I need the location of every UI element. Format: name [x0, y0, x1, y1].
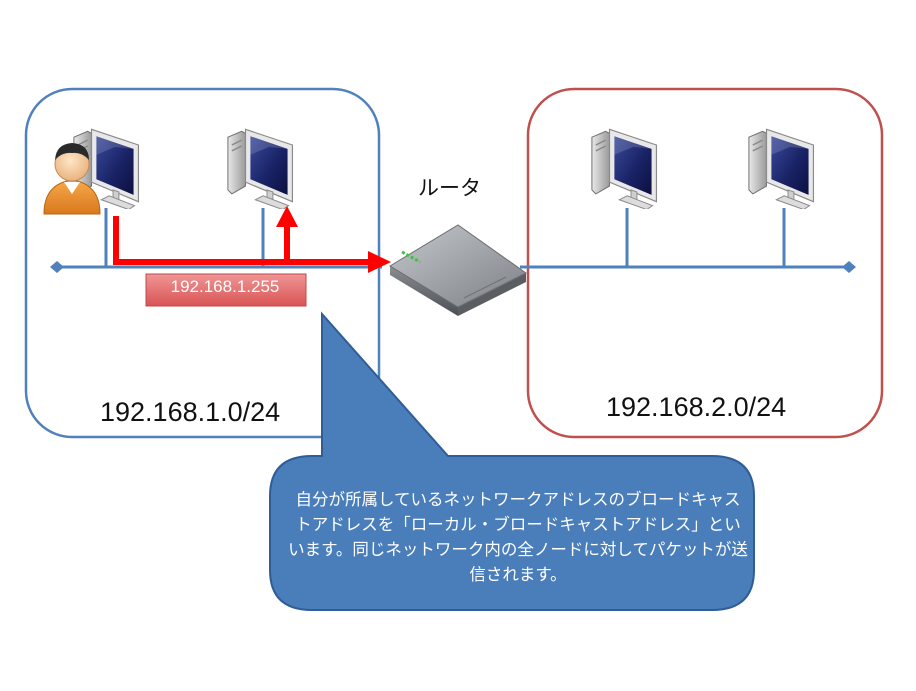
- broadcast-packet-path: [113, 216, 370, 265]
- computer-icon: [748, 128, 815, 209]
- right-network-address: 192.168.2.0/24: [606, 392, 787, 422]
- callout-bubble: [269, 311, 755, 611]
- computer-icon: [227, 128, 294, 209]
- router-label: ルータ: [418, 176, 481, 200]
- left-network-address: 192.168.1.0/24: [100, 397, 281, 427]
- bus-endpoint-left: [50, 261, 64, 273]
- right-network-box: [526, 87, 884, 439]
- router-icon: [389, 224, 527, 316]
- broadcast-address-label: 192.168.1.255: [170, 277, 280, 296]
- computer-icon: [591, 128, 658, 209]
- callout-text: 自分が所属しているネットワークアドレスのブロードキャストアドレスを「ローカル・ブ…: [288, 490, 748, 584]
- broadcast-arrowhead-up: [276, 206, 298, 227]
- user-icon: [43, 143, 101, 215]
- bus-endpoint-right: [842, 261, 856, 273]
- broadcast-label-box: [145, 273, 307, 307]
- broadcast-arrowhead-right: [368, 251, 391, 273]
